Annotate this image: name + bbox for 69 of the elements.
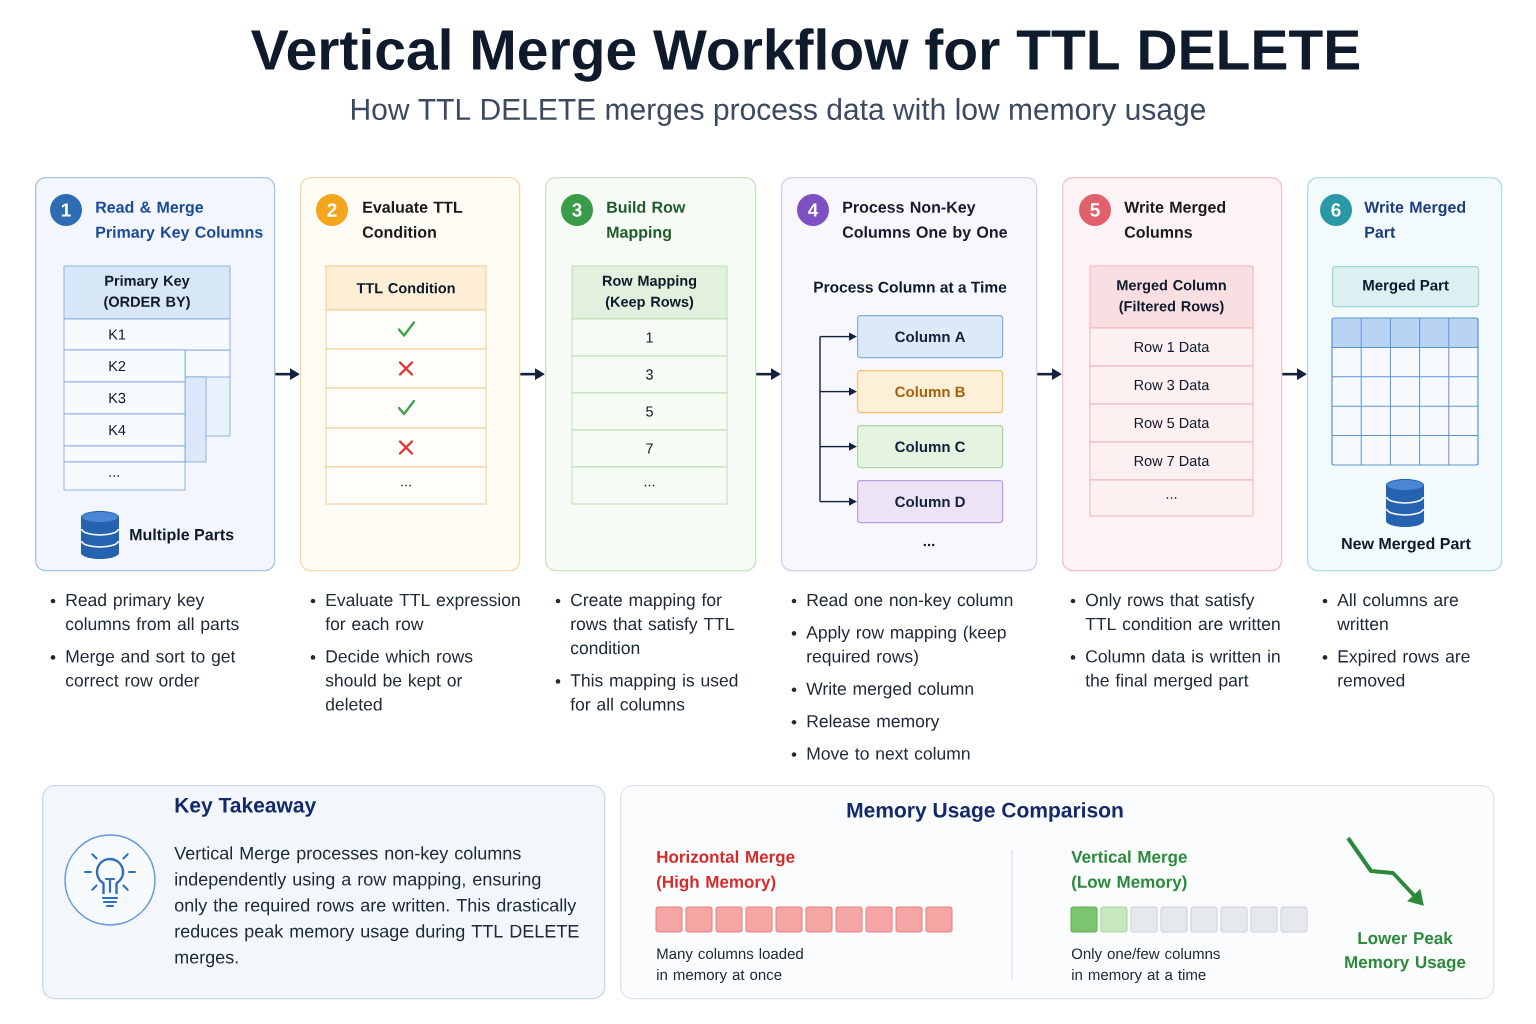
table-cell: Row 1 Data: [1089, 327, 1254, 367]
table-cell: Row 7 Data: [1089, 441, 1254, 481]
table-header: TTL Condition: [325, 265, 487, 311]
arrow: [819, 387, 857, 396]
table-cell: K4: [63, 413, 186, 447]
table-cell: K3: [63, 381, 186, 415]
bullet-text: Move to next column: [807, 746, 970, 760]
note-text: Many columns loaded in memory at once: [657, 948, 803, 983]
step-badge: 5: [1079, 194, 1111, 226]
part-box: Merged Part: [1332, 266, 1480, 308]
note-text: Only one/few columns in memory at a time: [1071, 948, 1220, 983]
ellipsis: ...: [923, 543, 935, 547]
table-cell: 7: [571, 429, 728, 468]
table-cell: 1: [571, 318, 728, 357]
table-cell: ...: [325, 466, 487, 505]
bullet-text: This mapping is used for all columns: [570, 673, 738, 711]
result-label: Lower Peak Memory Usage: [1345, 931, 1466, 972]
section-label: Process Column at a Time: [814, 281, 1007, 293]
step-heading: Process Non-Key Columns One by One: [842, 201, 1007, 241]
table-cell: Row 5 Data: [1089, 403, 1254, 443]
table-cell: ...: [63, 461, 186, 491]
step-heading: Write Merged Part: [1364, 201, 1466, 238]
step-heading: Build Row Mapping: [607, 201, 686, 242]
arrow: [819, 442, 857, 451]
card-text: Vertical Merge processes non-key columns independently using a row mapping, ensuring only the required rows are written. This drastically reduces peak memory usage during TTL DELETE merges.: [174, 846, 579, 968]
table-cell: Row 3 Data: [1089, 365, 1254, 405]
table-cell: ...: [571, 466, 728, 505]
bullet-text: Column data is written in the final merged part: [1085, 649, 1280, 691]
bullet-text: Decide which rows should be kept or deleted: [325, 649, 473, 711]
step-badge: 3: [561, 194, 593, 226]
bullet-text: Expired rows are removed: [1338, 649, 1470, 687]
bullet-text: Apply row mapping (keep required rows): [806, 625, 1006, 667]
column-box: Column A: [857, 315, 1004, 359]
step-badge: 1: [50, 194, 82, 226]
title: Vertical Merge Workflow for TTL DELETE: [251, 28, 1360, 82]
step-badge: 2: [316, 194, 348, 226]
step-badge: 4: [797, 194, 829, 226]
bullet-text: All columns are written: [1337, 593, 1458, 631]
column-box: Column B: [857, 370, 1004, 414]
step-heading: Evaluate TTL Condition: [362, 201, 463, 238]
bullet-text: Read primary key columns from all parts: [65, 593, 239, 634]
table-cell: ...: [1089, 479, 1254, 517]
bullet-text: Release memory: [807, 714, 940, 731]
table-header: Primary Key (ORDER BY): [63, 265, 231, 320]
column-box: Column D: [857, 480, 1004, 524]
connector-line: [819, 335, 821, 503]
card-heading: Key Takeaway: [175, 797, 317, 817]
table-cell: 3: [571, 355, 728, 394]
column-box: Column C: [857, 425, 1004, 469]
part-label: Multiple Parts: [130, 528, 234, 544]
table-cell: 5: [571, 392, 728, 431]
step-badge: 6: [1320, 194, 1352, 226]
table-header: Merged Column (Filtered Rows): [1089, 265, 1254, 329]
step-heading: Write Merged Columns: [1124, 201, 1226, 238]
bullet-text: Evaluate TTL expression for each row: [325, 593, 520, 631]
bullet-text: Merge and sort to get correct row order: [65, 649, 236, 687]
table-header: Row Mapping (Keep Rows): [571, 265, 728, 320]
arrow: [819, 332, 857, 341]
bullet-text: Read one non-key column: [807, 593, 1013, 610]
merge-label: Horizontal Merge (High Memory): [657, 850, 795, 892]
card-heading: Memory Usage Comparison: [847, 802, 1123, 822]
part-label: New Merged Part: [1342, 537, 1471, 553]
subtitle: How TTL DELETE merges process data with low memory usage: [352, 98, 1206, 126]
arrow: [819, 497, 857, 506]
bullet-text: Create mapping for rows that satisfy TTL condition: [570, 593, 734, 655]
bullet-text: Write merged column: [806, 682, 973, 699]
bullet-text: Only rows that satisfy TTL condition are written: [1085, 593, 1280, 631]
step-heading: Read & Merge Primary Key Columns: [96, 201, 263, 241]
merge-label: Vertical Merge (Low Memory): [1071, 850, 1187, 892]
